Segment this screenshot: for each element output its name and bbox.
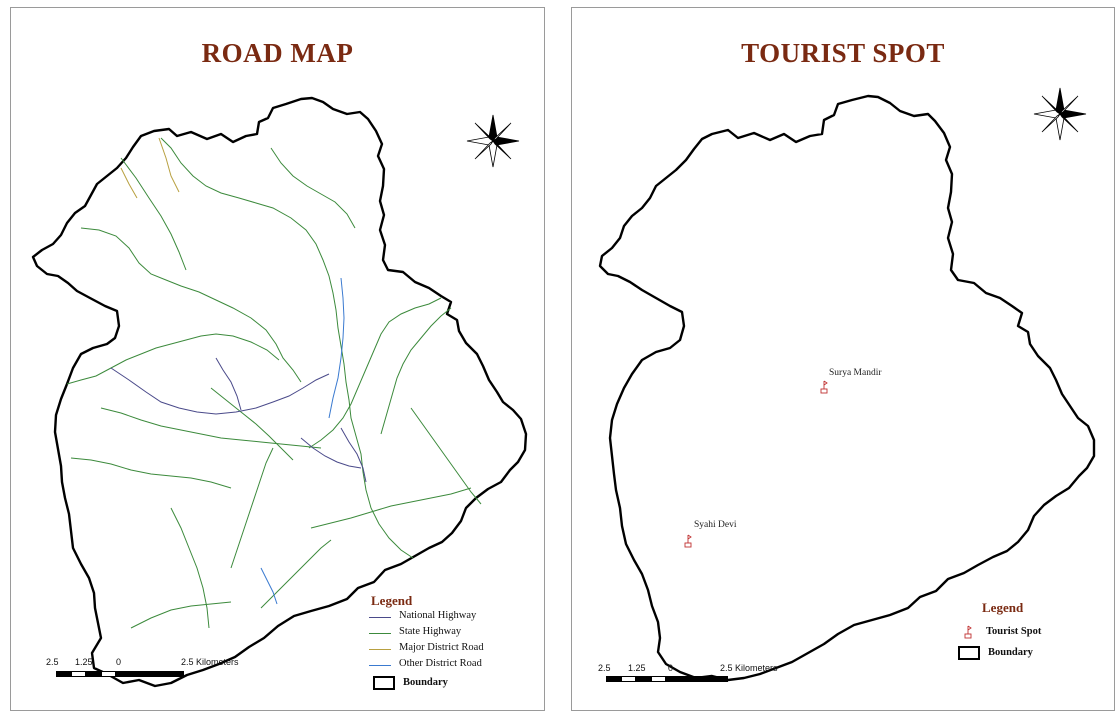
legend-swatch-major-district-road <box>369 649 391 650</box>
tourist-map-panel: TOURIST SPOT Surya Mandir Syahi Devi <box>571 7 1115 711</box>
scale-tick-label: 2.5 <box>46 657 59 667</box>
scale-tick-label: 1.25 <box>75 657 93 667</box>
legend-swatch-state-highway <box>369 633 391 634</box>
tourist-legend-title: Legend <box>982 600 1024 615</box>
scale-tick-label: 2.5 Kilometers <box>720 663 778 673</box>
state-highway-lines <box>66 137 482 629</box>
legend-label-state-highway: State Highway <box>399 626 462 637</box>
spot-label-syahi-devi: Syahi Devi <box>694 520 737 530</box>
tourist-map-canvas <box>598 94 1096 682</box>
legend-label-boundary: Boundary <box>403 677 448 688</box>
legend-swatch-boundary <box>373 676 395 690</box>
tourist-spot-icon <box>820 380 828 394</box>
road-map-title: ROAD MAP <box>201 38 354 68</box>
road-map-panel: ROAD MAP <box>10 7 545 711</box>
district-boundary <box>598 94 1096 682</box>
scale-tick-label: 0 <box>116 657 122 667</box>
road-map-canvas <box>31 96 528 688</box>
legend-swatch-national-highway <box>369 617 391 618</box>
tourist-map-title: TOURIST SPOT <box>741 38 945 68</box>
other-district-road-lines <box>260 277 345 605</box>
road-legend-title: Legend <box>371 593 413 608</box>
tourist-spot-icon <box>684 534 692 548</box>
legend-swatch-other-district-road <box>369 665 391 666</box>
scale-tick-label: 1.25 <box>628 663 646 673</box>
scale-tick-label: 2.5 Kilometers <box>181 657 239 667</box>
legend-label-other-district-road: Other District Road <box>399 658 482 669</box>
spot-label-surya-mandir: Surya Mandir <box>829 368 882 378</box>
legend-swatch-tourist-spot <box>964 625 972 639</box>
north-arrow-icon <box>466 114 520 168</box>
legend-swatch-boundary <box>958 646 980 660</box>
national-highway-lines <box>110 357 367 483</box>
north-arrow-icon <box>1033 87 1087 141</box>
legend-label-major-district-road: Major District Road <box>399 642 484 653</box>
legend-label-national-highway: National Highway <box>399 610 477 621</box>
legend-label-boundary: Boundary <box>988 647 1033 658</box>
scale-tick-label: 2.5 <box>598 663 611 673</box>
legend-label-tourist-spot: Tourist Spot <box>986 626 1042 637</box>
major-district-road-lines <box>120 137 180 199</box>
scale-tick-label: 0 <box>668 663 674 673</box>
district-boundary <box>31 96 528 688</box>
